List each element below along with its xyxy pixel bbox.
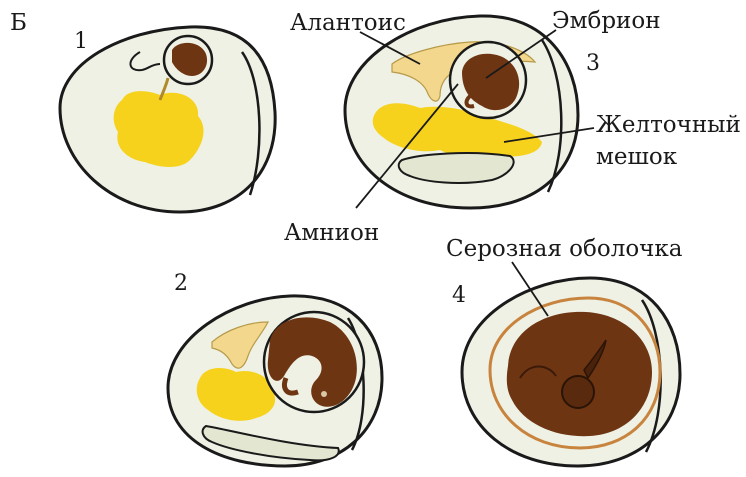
egg-4-embryo-head — [562, 376, 594, 408]
figure-letter: Б — [10, 10, 27, 36]
egg-stage-4 — [462, 278, 680, 466]
egg-2-embryo-eye — [321, 391, 327, 397]
label-allantois: Алантоис — [290, 10, 406, 36]
egg-stage-1 — [60, 27, 275, 212]
label-serous-membrane: Серозная оболочка — [446, 236, 683, 262]
stage-number-3: 3 — [586, 51, 600, 76]
egg-4-embryo — [507, 312, 652, 436]
stage-number-1: 1 — [74, 29, 88, 54]
egg-3-albumen-sac — [399, 153, 514, 183]
label-embryo: Эмбрион — [552, 8, 661, 34]
label-yolk-sac-line-1: Желточный — [596, 112, 741, 138]
stage-number-2: 2 — [174, 271, 188, 296]
label-amnion: Амнион — [284, 220, 379, 246]
stage-number-4: 4 — [452, 283, 466, 308]
label-yolk-sac-line-2: мешок — [596, 144, 678, 170]
egg-stage-2 — [168, 296, 382, 466]
